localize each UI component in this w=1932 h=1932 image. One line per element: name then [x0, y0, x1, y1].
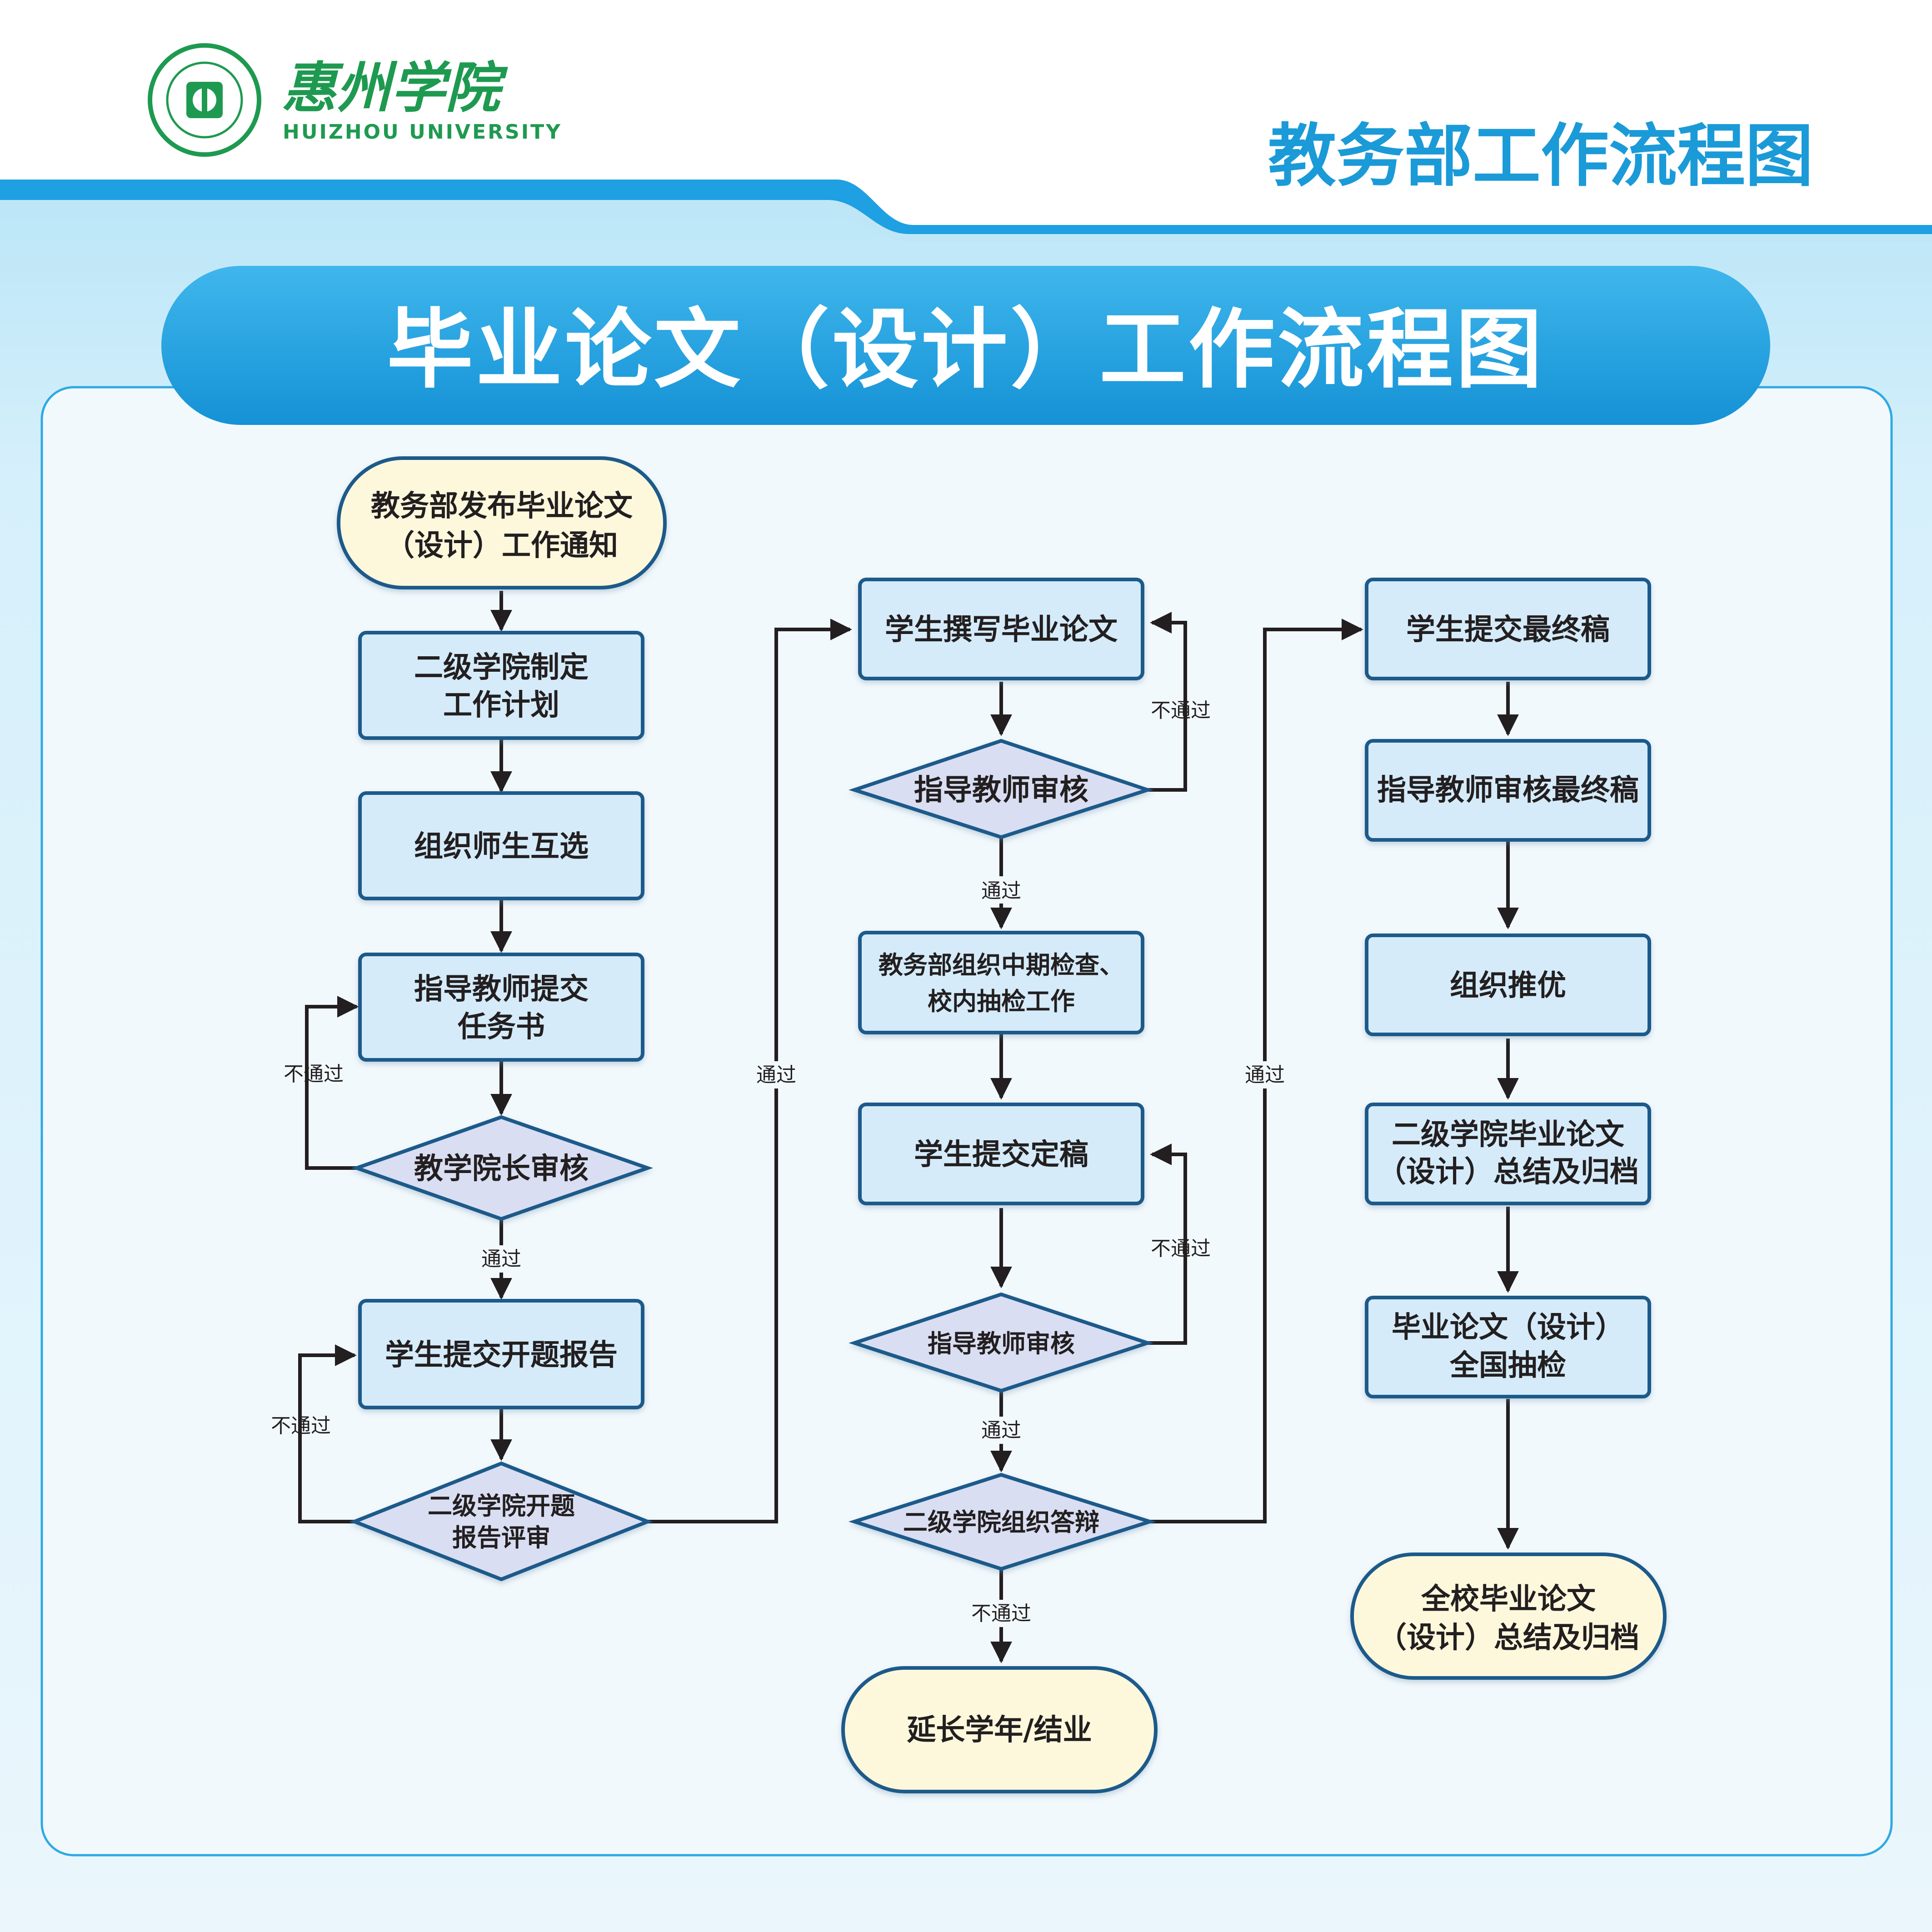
edge-labels: 不通过 通过 不通过 通过 不通过 通过 不通过 通过 不通过 通过 [271, 699, 1287, 1627]
node-task-book-line2: 任务书 [458, 1010, 545, 1044]
node-national-check: 毕业论文（设计） 全国抽检 [1365, 1296, 1651, 1398]
banner-title: 毕业论文（设计）工作流程图 [387, 300, 1545, 400]
brand-name-en: HUIZHOU UNIVERSITY [283, 120, 562, 144]
decision-dean-review-line1: 教学院长审核 [414, 1152, 589, 1186]
label-d3-fail: 不通过 [1151, 699, 1211, 722]
node-extend-year-line1: 延长学年/结业 [907, 1713, 1092, 1747]
edge-d2-n5-fail [298, 1344, 357, 1523]
node-national-check-line1: 毕业论文（设计） [1392, 1311, 1624, 1344]
node-school-archive-line2: （设计）总结及归档 [1378, 1621, 1639, 1655]
decision-advisor-review-2-line1: 指导教师审核 [928, 1329, 1075, 1358]
decision-dean-review: 教学院长审核 [351, 1115, 654, 1221]
node-proposal-report: 学生提交开题报告 [358, 1299, 644, 1409]
node-task-book: 指导教师提交 任务书 [358, 953, 644, 1062]
node-publish-notice-line1: 教务部发布毕业论文 [371, 489, 633, 523]
label-d5-pass: 通过 [1245, 1063, 1285, 1087]
label-d1-fail: 不通过 [284, 1063, 344, 1086]
decision-advisor-review-1-line1: 指导教师审核 [914, 774, 1088, 807]
node-extend-year: 延长学年/结业 [841, 1666, 1158, 1793]
decision-proposal-review: 二级学院开题 报告评审 [349, 1461, 653, 1582]
edge-d3-n6-fail [1148, 612, 1187, 792]
header-band [0, 0, 1932, 225]
node-recommend: 组织推优 [1365, 934, 1651, 1036]
node-mutual-selection-line1: 组织师生互选 [414, 830, 589, 864]
node-review-final-line1: 指导教师审核最终稿 [1377, 774, 1639, 807]
node-publish-notice: 教务部发布毕业论文 （设计）工作通知 [337, 456, 667, 589]
label-d4-fail: 不通过 [1151, 1237, 1211, 1260]
node-publish-notice-line2: （设计）工作通知 [385, 529, 618, 563]
node-mutual-selection: 组织师生互选 [358, 791, 644, 900]
decision-proposal-review-line2: 报告评审 [452, 1523, 550, 1552]
node-college-plan-line2: 工作计划 [443, 689, 559, 722]
node-college-plan: 二级学院制定 工作计划 [358, 631, 644, 740]
node-submit-final: 学生提交最终稿 [1365, 578, 1651, 680]
brand-name-cn: 惠州学院 [282, 56, 508, 120]
node-national-check-line2: 全国抽检 [1449, 1349, 1566, 1383]
node-midterm-check: 教务部组织中期检查、 校内抽检工作 [858, 931, 1144, 1034]
decision-advisor-review-1: 指导教师审核 [849, 739, 1153, 839]
node-submit-draft-line1: 学生提交定稿 [914, 1138, 1088, 1172]
university-logo [148, 43, 261, 157]
node-task-book-line1: 指导教师提交 [414, 973, 589, 1006]
node-college-archive: 二级学院毕业论文 （设计）总结及归档 [1365, 1103, 1651, 1205]
edge-d1-n4-fail [305, 996, 359, 1170]
node-write-thesis-line1: 学生撰写毕业论文 [885, 613, 1118, 647]
node-recommend-line1: 组织推优 [1450, 969, 1566, 1003]
node-write-thesis: 学生撰写毕业论文 [858, 578, 1144, 680]
node-midterm-check-line1: 教务部组织中期检查、 [879, 951, 1124, 979]
label-d3-pass: 通过 [981, 879, 1021, 903]
node-submit-draft: 学生提交定稿 [858, 1103, 1144, 1205]
label-d1-pass: 通过 [481, 1248, 521, 1271]
title-banner [161, 266, 1770, 425]
node-college-archive-line1: 二级学院毕业论文 [1392, 1118, 1624, 1152]
label-d2-fail: 不通过 [271, 1414, 331, 1438]
node-college-archive-line2: （设计）总结及归档 [1377, 1155, 1639, 1189]
decision-defense-line1: 二级学院组织答辩 [903, 1508, 1099, 1537]
decision-advisor-review-2: 指导教师审核 [849, 1292, 1153, 1393]
node-college-plan-line1: 二级学院制定 [414, 651, 589, 684]
decision-proposal-review-line1: 二级学院开题 [428, 1492, 575, 1520]
edge-d4-n8-fail [1148, 1143, 1187, 1345]
node-school-archive: 全校毕业论文 （设计）总结及归档 [1350, 1553, 1667, 1680]
decision-defense: 二级学院组织答辩 [848, 1473, 1156, 1571]
label-d4-pass: 通过 [981, 1419, 1021, 1442]
header-swoosh-light [0, 200, 1932, 241]
node-proposal-report-line1: 学生提交开题报告 [385, 1338, 618, 1372]
department-title: 教务部工作流程图 [1268, 117, 1813, 196]
label-d2-pass: 通过 [756, 1063, 796, 1087]
node-submit-final-line1: 学生提交最终稿 [1406, 613, 1610, 647]
label-d5-fail: 不通过 [971, 1602, 1031, 1625]
header-swoosh [0, 180, 1932, 234]
node-school-archive-line1: 全校毕业论文 [1421, 1583, 1596, 1616]
node-review-final: 指导教师审核最终稿 [1365, 739, 1651, 842]
node-midterm-check-line2: 校内抽检工作 [928, 987, 1075, 1016]
